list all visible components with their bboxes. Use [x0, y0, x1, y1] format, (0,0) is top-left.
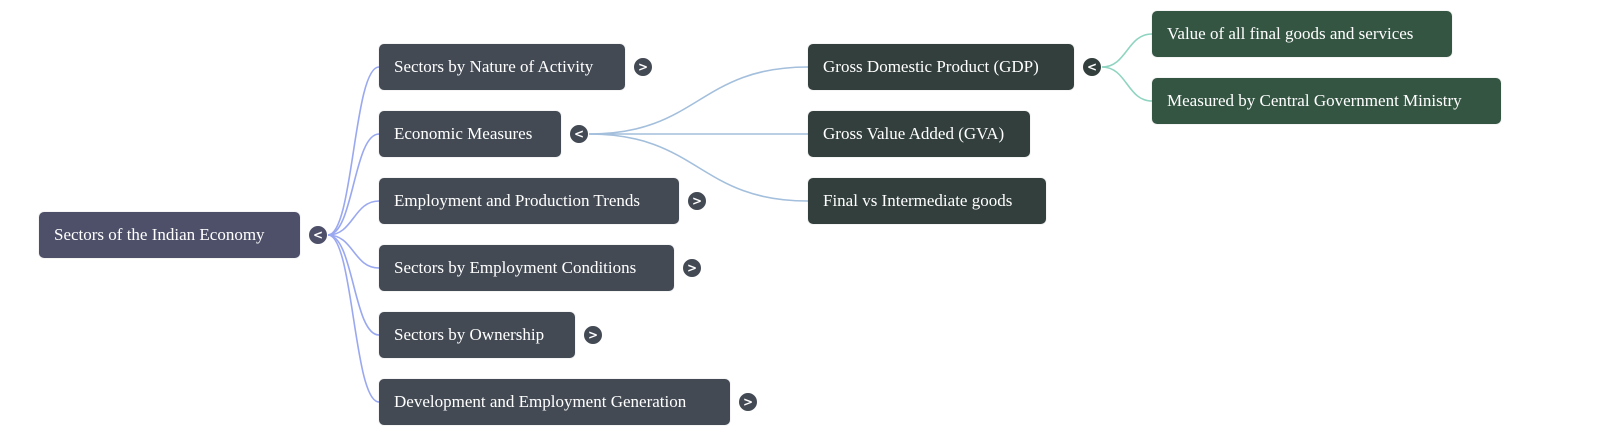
root-branch-link: [327, 234, 380, 269]
branch-label: Sectors by Nature of Activity: [394, 57, 594, 76]
root-node[interactable]: Sectors of the Indian Economy: [39, 212, 300, 258]
node-label: Final vs Intermediate goods: [823, 191, 1013, 210]
root-collapse-toggle-icon[interactable]: <: [308, 225, 328, 245]
expand-toggle-icon[interactable]: >: [687, 191, 707, 211]
branch-node-employment-conditions[interactable]: Sectors by Employment Conditions: [379, 245, 674, 291]
leaf-label: Value of all final goods and services: [1167, 24, 1414, 43]
node-final-vs-intermediate[interactable]: Final vs Intermediate goods: [808, 178, 1046, 224]
root-node-label: Sectors of the Indian Economy: [54, 225, 265, 244]
branch-node-employment-production-trends[interactable]: Employment and Production Trends: [379, 178, 679, 224]
branch-label: Economic Measures: [394, 124, 533, 143]
node-label: Gross Domestic Product (GDP): [823, 57, 1039, 76]
root-branch-link: [327, 133, 380, 236]
root-branch-link: [327, 66, 380, 236]
root-branch-link: [327, 234, 380, 336]
branch-label: Sectors by Ownership: [394, 325, 545, 344]
branch-node-nature-of-activity[interactable]: Sectors by Nature of Activity: [379, 44, 625, 90]
leaf-value-of-final-goods[interactable]: Value of all final goods and services: [1152, 11, 1452, 57]
expand-toggle-icon[interactable]: >: [633, 57, 653, 77]
leaf-label: Measured by Central Government Ministry: [1167, 91, 1462, 110]
branch-label: Sectors by Employment Conditions: [394, 258, 637, 277]
branch-label: Development and Employment Generation: [394, 392, 687, 411]
branch-node-development-employment[interactable]: Development and Employment Generation: [379, 379, 730, 425]
expand-toggle-icon[interactable]: >: [682, 258, 702, 278]
collapse-toggle-icon[interactable]: <: [569, 124, 589, 144]
leaf-measured-by-ministry[interactable]: Measured by Central Government Ministry: [1152, 78, 1501, 124]
branch-node-ownership[interactable]: Sectors by Ownership: [379, 312, 575, 358]
collapse-toggle-icon[interactable]: <: [1082, 57, 1102, 77]
branch-node-economic-measures[interactable]: Economic Measures: [379, 111, 561, 157]
node-gdp[interactable]: Gross Domestic Product (GDP): [808, 44, 1074, 90]
root-branch-link: [327, 200, 380, 236]
gdp-leaf-link: [1101, 66, 1153, 102]
branch-label: Employment and Production Trends: [394, 191, 641, 210]
expand-toggle-icon[interactable]: >: [583, 325, 603, 345]
gdp-leaf-link: [1101, 33, 1153, 68]
node-gva[interactable]: Gross Value Added (GVA): [808, 111, 1030, 157]
node-label: Gross Value Added (GVA): [823, 124, 1005, 143]
root-branch-link: [327, 234, 380, 403]
expand-toggle-icon[interactable]: >: [738, 392, 758, 412]
